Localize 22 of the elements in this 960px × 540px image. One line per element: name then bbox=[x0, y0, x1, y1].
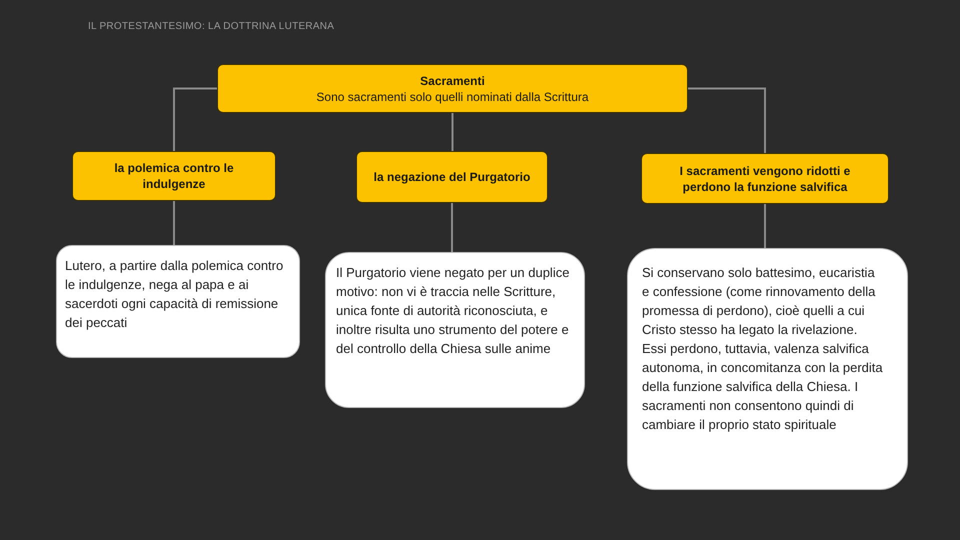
node-text: la polemica contro le indulgenze bbox=[113, 160, 235, 192]
node-text: Sono sacramenti solo quelli nominati dalla Scrittura bbox=[316, 88, 589, 104]
text-box bbox=[56, 245, 300, 358]
heading-text: Sacramenti bbox=[420, 72, 485, 88]
connector-line bbox=[173, 88, 217, 151]
topic-box bbox=[356, 151, 548, 203]
node-text: I sacramenti vengono ridotti e perdono la funzione salvifica bbox=[678, 162, 852, 194]
node-text: Il Purgatorio viene negato per un duplice motivo: non vi è traccia nelle Scritture, unica fonte di autorità riconosciuta, e inoltre risulta uno strumento del potere e del controllo della Chiesa sulle anime bbox=[336, 264, 570, 358]
slide-header-text: IL PROTESTANTESIMO: LA DOTTRINA LUTERANA bbox=[88, 20, 334, 34]
connector-line bbox=[452, 113, 454, 151]
connector-line bbox=[688, 88, 766, 153]
connector-line bbox=[173, 201, 175, 245]
text-box bbox=[325, 252, 585, 408]
text-box bbox=[627, 248, 908, 490]
connector-line bbox=[451, 203, 453, 252]
connector-line bbox=[764, 204, 766, 248]
node-text: Lutero, a partire dalla polemica contro le indulgenze, nega al papa e ai sacerdoti ogni capacità di remissione dei peccati bbox=[65, 257, 284, 332]
topic-box bbox=[641, 153, 889, 204]
title-box bbox=[217, 64, 688, 113]
node-text: Si conservano solo battesimo, eucaristia e confessione (come rinnovamento della promessa di perdono), cioè quelli a cui Cristo stesso ha legato la rivelazione. Essi perdono, tuttavia, valenza salvifica autonoma, in concomitanza con la perdita della funzione salvifica della Chiesa. I sacramenti non consentono quindi di cambiare il proprio stato spirituale bbox=[642, 264, 883, 434]
topic-box bbox=[72, 151, 276, 201]
node-text: la negazione del Purgatorio bbox=[374, 169, 530, 185]
